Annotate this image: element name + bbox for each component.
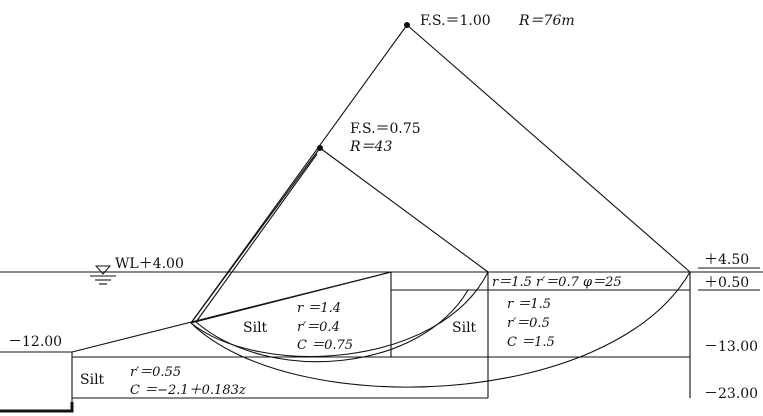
- slip-arc-small: [190, 271, 489, 358]
- silt-crest-line-1: r ＝1.5: [507, 297, 551, 312]
- circle-small-fs-label: F.S.＝0.75: [350, 121, 421, 137]
- radius-line-small-left: [190, 147, 321, 324]
- circle-large-r-label: R＝76m: [518, 13, 575, 29]
- radius-line-large-right: [406, 24, 691, 273]
- fill-layer-properties: r＝1.5 r′＝0.7 φ＝25: [492, 275, 622, 290]
- silt-slope-line-3: C ＝0.75: [297, 338, 353, 353]
- elevation-left-seabed: －12.00: [8, 334, 62, 350]
- bottom-structure: [0, 402, 74, 413]
- silt-bottom-line-2: C ＝−2.1＋0.183z: [130, 383, 246, 398]
- silt-crest-name: Silt: [452, 320, 477, 336]
- slip-arc-inner: [195, 289, 469, 363]
- silt-slope-line-1: r ＝1.4: [297, 301, 341, 316]
- slip-arc-large: [190, 271, 691, 388]
- elevation-right-bottom: －23.00: [704, 386, 758, 402]
- water-level-label: WL＋4.00: [115, 256, 184, 272]
- silt-bottom-name: Silt: [80, 372, 105, 388]
- silt-crest-line-2: r′＝0.5: [507, 316, 550, 331]
- radius-line-small-right: [319, 147, 489, 273]
- silt-slope-line-2: r′＝0.4: [297, 320, 340, 335]
- silt-wedge-base-line: [190, 271, 392, 324]
- radius-line-small-left-2: [195, 153, 318, 323]
- elevation-right-top: ＋4.50: [704, 252, 749, 268]
- elevation-right-silt-base: －13.00: [704, 339, 758, 355]
- circle-large-fs-label: F.S.＝1.00: [420, 13, 491, 29]
- elevation-right-fill-base: ＋0.50: [704, 275, 749, 291]
- silt-slope-name: Silt: [243, 320, 268, 336]
- circle-small-r-label: R＝43: [349, 139, 392, 155]
- silt-crest-line-3: C ＝1.5: [507, 335, 555, 350]
- silt-bottom-line-1: r′＝0.55: [130, 365, 181, 380]
- water-level-symbol-icon: [90, 265, 116, 285]
